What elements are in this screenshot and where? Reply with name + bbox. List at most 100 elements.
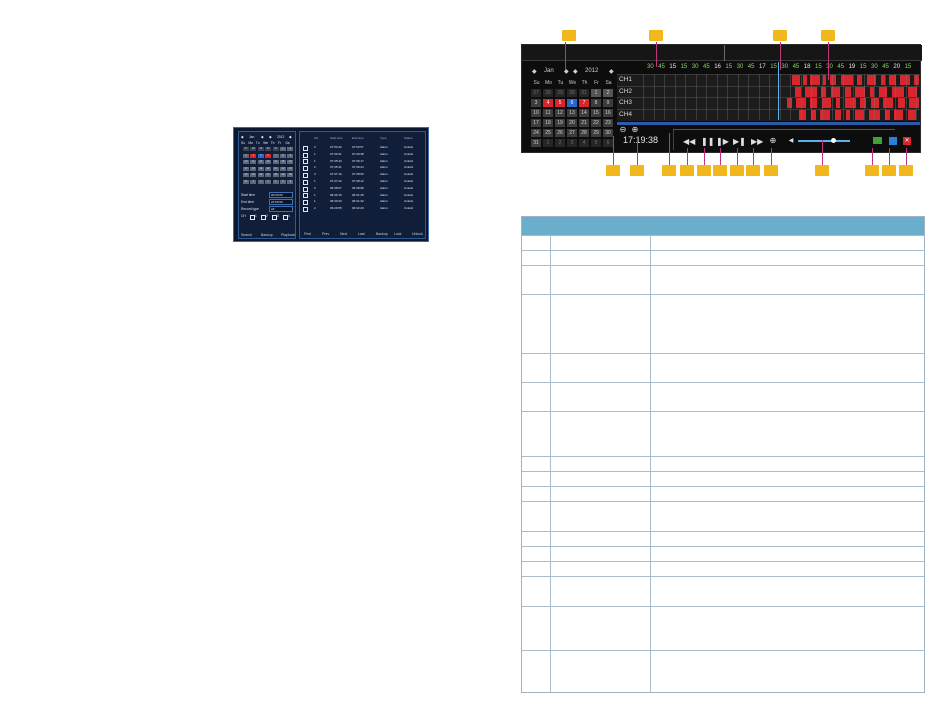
next-month-icon[interactable]: ◆ bbox=[564, 69, 569, 75]
row-checkbox[interactable] bbox=[303, 145, 308, 151]
calendar-day[interactable]: 29 bbox=[257, 147, 264, 151]
step-forward-icon[interactable]: ❚▶ bbox=[716, 137, 729, 146]
zoom-out-icon[interactable]: ⊖ bbox=[619, 125, 627, 134]
calendar-day[interactable]: 28 bbox=[579, 129, 589, 137]
calendar-day[interactable]: 31 bbox=[531, 139, 541, 147]
calendar-day[interactable]: 20 bbox=[265, 166, 272, 171]
calendar-day[interactable]: 1 bbox=[591, 89, 601, 97]
calendar-day[interactable]: 22 bbox=[280, 166, 286, 171]
calendar-day[interactable]: 15 bbox=[591, 109, 601, 117]
pager-button[interactable]: Last bbox=[358, 232, 365, 236]
calendar-day[interactable]: 5 bbox=[555, 99, 565, 107]
channel-lane[interactable]: CH2 bbox=[617, 85, 920, 98]
calendar-day[interactable]: 23 bbox=[287, 166, 294, 171]
nav-prev-icon[interactable]: ◆ bbox=[269, 135, 272, 139]
channel-checkbox[interactable] bbox=[283, 214, 288, 220]
calendar-day[interactable]: 4 bbox=[250, 153, 257, 158]
calendar-day[interactable]: 21 bbox=[272, 166, 279, 171]
search-action-button[interactable]: Backup bbox=[261, 233, 273, 237]
end-time-field[interactable]: 23:59:59 bbox=[269, 199, 293, 205]
rewind-icon[interactable]: ◀◀ bbox=[683, 137, 696, 146]
calendar-day[interactable]: 27 bbox=[567, 129, 577, 137]
calendar-day[interactable]: 4 bbox=[543, 99, 553, 107]
calendar-day[interactable]: 28 bbox=[272, 173, 279, 177]
calendar-day[interactable]: 18 bbox=[543, 119, 553, 127]
calendar-day[interactable]: 19 bbox=[555, 119, 565, 127]
calendar-day[interactable]: 31 bbox=[243, 179, 249, 184]
calendar-day[interactable]: 16 bbox=[603, 109, 613, 117]
calendar-day[interactable]: 20 bbox=[567, 119, 577, 127]
calendar-day[interactable]: 12 bbox=[257, 160, 264, 164]
calendar-day[interactable]: 17 bbox=[243, 166, 249, 171]
calendar-day[interactable]: 15 bbox=[280, 160, 286, 164]
close-icon[interactable]: ✕ bbox=[903, 137, 911, 145]
playhead[interactable] bbox=[778, 62, 779, 120]
calendar-day[interactable]: 29 bbox=[591, 129, 601, 137]
calendar-day[interactable]: 6 bbox=[287, 179, 294, 184]
calendar-day[interactable]: 30 bbox=[603, 129, 613, 137]
calendar-day[interactable]: 3 bbox=[243, 153, 249, 158]
calendar-day[interactable]: 1 bbox=[543, 139, 553, 147]
calendar-day[interactable]: 24 bbox=[243, 173, 249, 177]
volume-knob[interactable] bbox=[831, 138, 836, 143]
pause-icon[interactable]: ❚❚ bbox=[701, 137, 715, 146]
calendar-day[interactable]: 4 bbox=[272, 179, 279, 184]
row-checkbox[interactable] bbox=[303, 166, 308, 172]
row-checkbox[interactable] bbox=[303, 152, 308, 158]
volume-slider[interactable] bbox=[798, 140, 850, 142]
backup-icon[interactable] bbox=[873, 137, 882, 144]
calendar-day[interactable]: 5 bbox=[257, 153, 264, 158]
pager-button[interactable]: Prev bbox=[322, 232, 330, 236]
calendar-day[interactable]: 29 bbox=[555, 89, 565, 97]
channel-lane[interactable]: CH1 bbox=[617, 74, 920, 86]
calendar-day[interactable]: 30 bbox=[265, 147, 272, 151]
row-checkbox[interactable] bbox=[303, 206, 308, 212]
calendar-day[interactable]: 5 bbox=[280, 179, 286, 184]
calendar-day[interactable]: 22 bbox=[591, 119, 601, 127]
channel-checkbox[interactable] bbox=[250, 214, 255, 220]
calendar-day[interactable]: 8 bbox=[591, 99, 601, 107]
calendar-day[interactable]: 18 bbox=[250, 166, 257, 171]
nav-next-icon[interactable]: ◆ bbox=[289, 135, 292, 139]
calendar-day[interactable]: 14 bbox=[272, 160, 279, 164]
row-checkbox[interactable] bbox=[303, 159, 308, 165]
zoom-icon[interactable]: ⊕ bbox=[769, 136, 777, 145]
calendar-day[interactable]: 2 bbox=[257, 179, 264, 184]
calendar-day[interactable]: 3 bbox=[265, 179, 272, 184]
calendar-day[interactable]: 8 bbox=[280, 153, 286, 158]
calendar-day[interactable]: 30 bbox=[287, 173, 294, 177]
timeline-scrollbar[interactable] bbox=[617, 122, 920, 125]
calendar-day[interactable]: 7 bbox=[272, 153, 279, 158]
prev-month-icon[interactable]: ◆ bbox=[532, 69, 537, 75]
pager-button[interactable]: Backup bbox=[376, 232, 388, 236]
channel-lane[interactable]: CH4 bbox=[617, 108, 920, 121]
calendar-day[interactable]: 3 bbox=[567, 139, 577, 147]
channel-checkbox[interactable] bbox=[261, 214, 266, 220]
pager-button[interactable]: Unlock bbox=[412, 232, 423, 236]
calendar-day[interactable]: 24 bbox=[531, 129, 541, 137]
calendar-day[interactable]: 31 bbox=[272, 147, 279, 151]
row-checkbox[interactable] bbox=[303, 193, 308, 199]
calendar-day[interactable]: 16 bbox=[287, 160, 294, 164]
calendar-day[interactable]: 4 bbox=[579, 139, 589, 147]
next-icon[interactable]: ▶❚ bbox=[733, 137, 746, 146]
calendar-day[interactable]: 29 bbox=[280, 173, 286, 177]
calendar-day[interactable]: 9 bbox=[603, 99, 613, 107]
channel-checkbox[interactable] bbox=[272, 214, 277, 220]
row-checkbox[interactable] bbox=[303, 172, 308, 178]
calendar-day[interactable]: 6 bbox=[603, 139, 613, 147]
calendar-day[interactable]: 2 bbox=[287, 147, 294, 151]
calendar-day[interactable]: 7 bbox=[579, 99, 589, 107]
calendar-day[interactable]: 12 bbox=[555, 109, 565, 117]
calendar-day[interactable]: 17 bbox=[531, 119, 541, 127]
zoom-in-icon[interactable]: ⊕ bbox=[631, 125, 639, 134]
start-time-field[interactable]: 00:00:00 bbox=[269, 192, 293, 198]
nav-next-icon[interactable]: ◆ bbox=[261, 135, 264, 139]
calendar-day[interactable]: 19 bbox=[257, 166, 264, 171]
calendar-day[interactable]: 21 bbox=[579, 119, 589, 127]
calendar-day[interactable]: 27 bbox=[265, 173, 272, 177]
prev-year-icon[interactable]: ◆ bbox=[573, 69, 578, 75]
calendar-day[interactable]: 26 bbox=[257, 173, 264, 177]
calendar-day[interactable]: 28 bbox=[250, 147, 257, 151]
